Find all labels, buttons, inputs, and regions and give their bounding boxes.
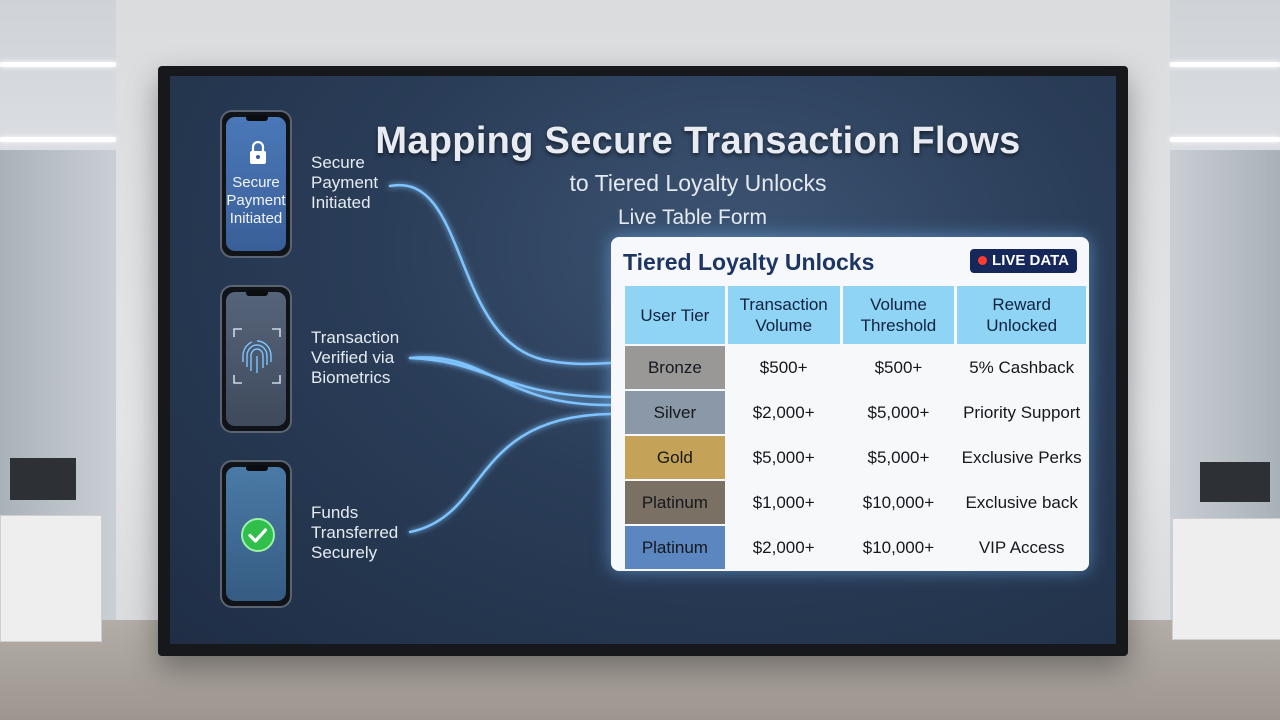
threshold-cell: $10,000+ [842, 526, 955, 569]
step-label-biometrics: Transaction Verified via Biometrics [311, 328, 400, 387]
phone-payment: Secure Payment Initiated [220, 110, 292, 258]
tv-screen: Mapping Secure Transaction Flows to Tier… [170, 76, 1116, 644]
office-desk [0, 515, 102, 642]
threshold-cell: $500+ [842, 346, 955, 389]
table-header-row: User Tier Transaction Volume Volume Thre… [625, 286, 1086, 344]
table-form-label: Live Table Form [618, 206, 768, 229]
office-monitor [1200, 462, 1270, 502]
step-label-payment: Secure Payment Initiated [311, 153, 379, 212]
live-data-text: LIVE DATA [992, 252, 1069, 269]
ceiling-light [0, 137, 116, 142]
ceiling-light [0, 62, 116, 67]
fingerprint-icon [233, 328, 281, 384]
table-row: Bronze $500+ $500+ 5% Cashback [625, 346, 1086, 389]
reward-cell: Exclusive back [957, 481, 1086, 524]
header-reward-unlocked: Reward Unlocked [957, 286, 1086, 344]
check-circle-icon [241, 518, 275, 552]
reward-cell: Priority Support [957, 391, 1086, 434]
flow-line-biometric-branch [408, 356, 613, 399]
volume-cell: $5,000+ [727, 436, 840, 479]
phone-screen-text: Secure Payment Initiated [226, 174, 286, 227]
phone-screen [226, 292, 286, 426]
flow-line-funds [408, 412, 613, 534]
step-label-funds: Funds Transferred Securely [311, 503, 399, 562]
volume-cell: $2,000+ [727, 391, 840, 434]
tier-cell: Silver [625, 391, 725, 434]
lock-icon [250, 140, 266, 164]
loyalty-table-card: Tiered Loyalty Unlocks LIVE DATA User Ti… [611, 237, 1089, 571]
threshold-cell: $5,000+ [842, 391, 955, 434]
header-volume-threshold: Volume Threshold [842, 286, 955, 344]
header-transaction-volume: Transaction Volume [727, 286, 840, 344]
reward-cell: Exclusive Perks [957, 436, 1086, 479]
tier-cell: Platinum [625, 526, 725, 569]
ceiling-light [1170, 62, 1280, 67]
tier-cell: Platinum [625, 481, 725, 524]
volume-cell: $1,000+ [727, 481, 840, 524]
table-row: Platinum $1,000+ $10,000+ Exclusive back [625, 481, 1086, 524]
live-dot-icon [978, 256, 988, 265]
threshold-cell: $5,000+ [842, 436, 955, 479]
tier-cell: Gold [625, 436, 725, 479]
ceiling-light [1170, 137, 1280, 142]
phone-notch [246, 115, 268, 121]
subtitle: to Tiered Loyalty Unlocks [569, 170, 827, 196]
flow-lines [388, 183, 613, 534]
header-user-tier: User Tier [625, 286, 725, 344]
table-row: Gold $5,000+ $5,000+ Exclusive Perks [625, 436, 1086, 479]
tier-cell: Bronze [625, 346, 725, 389]
flow-line-payment [388, 183, 613, 366]
main-title: Mapping Secure Transaction Flows [375, 120, 1021, 162]
live-data-badge: LIVE DATA [970, 249, 1077, 273]
reward-cell: VIP Access [957, 526, 1086, 569]
threshold-cell: $10,000+ [842, 481, 955, 524]
tv-display: Mapping Secure Transaction Flows to Tier… [158, 66, 1128, 656]
phone-funds [220, 460, 292, 608]
office-monitor [10, 458, 76, 500]
phone-notch [246, 465, 268, 471]
table-row: Silver $2,000+ $5,000+ Priority Support [625, 391, 1086, 434]
volume-cell: $2,000+ [727, 526, 840, 569]
phone-screen [226, 117, 286, 251]
volume-cell: $500+ [727, 346, 840, 389]
tier-table: User Tier Transaction Volume Volume Thre… [622, 284, 1089, 571]
table-row: Platinum $2,000+ $10,000+ VIP Access [625, 526, 1086, 569]
phone-notch [246, 290, 268, 296]
reward-cell: 5% Cashback [957, 346, 1086, 389]
phone-biometrics [220, 285, 292, 433]
card-title: Tiered Loyalty Unlocks [623, 249, 875, 275]
office-desk [1172, 518, 1280, 640]
